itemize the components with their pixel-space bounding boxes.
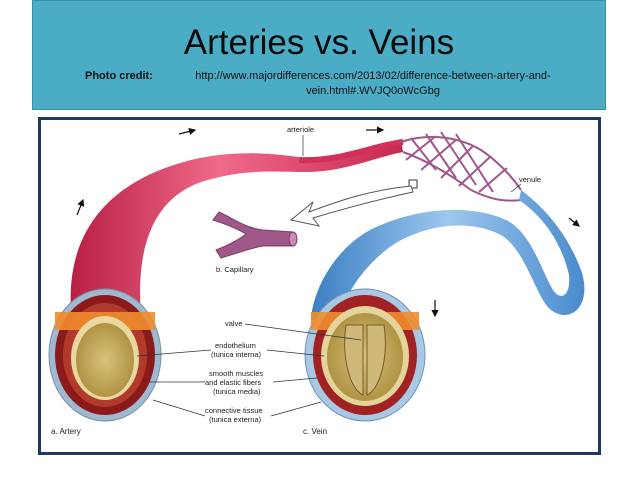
valve-label: valve — [225, 319, 243, 328]
capillary-segment — [212, 211, 298, 259]
credit-url-line2: vein.html#.WVJQ0oWcGbg — [306, 85, 440, 97]
smooth-muscle-label-3: (tunica media) — [213, 387, 261, 396]
arteriole — [298, 139, 404, 164]
arteriole-label: arteriole — [287, 125, 314, 134]
venule-label: venule — [519, 175, 541, 184]
endothelium-label-1: endothelium — [215, 341, 256, 350]
zoom-box — [408, 179, 418, 189]
smooth-muscle-label-2: and elastic fibers — [205, 378, 262, 387]
capillary-network — [400, 131, 522, 202]
diagram-frame: b. Capillary — [38, 117, 601, 455]
connective-tissue-label-1: connective tissue — [205, 406, 263, 415]
artery-label: a. Artery — [51, 427, 81, 436]
credit-url[interactable]: http://www.majordifferences.com/2013/02/… — [163, 69, 583, 99]
artery-cross-section — [48, 288, 162, 422]
vein-label: c. Vein — [303, 427, 327, 436]
zoom-arrow — [289, 185, 414, 227]
artery-vein-diagram: b. Capillary — [48, 125, 585, 436]
flow-arrows — [76, 126, 580, 318]
credit-label: Photo credit: — [85, 70, 153, 82]
layer-labels: valve endothelium (tunica interna) smoot… — [136, 319, 362, 424]
smooth-muscle-label-1: smooth muscles — [209, 369, 263, 378]
connective-tissue-label-2: (tunica externa) — [209, 415, 262, 424]
credit-url-line1: http://www.majordifferences.com/2013/02/… — [195, 70, 551, 82]
artery-tube — [70, 140, 403, 315]
endothelium-label-2: (tunica interna) — [211, 350, 262, 359]
slide-title: Arteries vs. Veins — [183, 23, 455, 62]
capillary-label: b. Capillary — [216, 265, 254, 274]
slide-header: Arteries vs. Veins Photo credit: http://… — [32, 0, 606, 110]
vein-cross-section — [304, 288, 426, 422]
